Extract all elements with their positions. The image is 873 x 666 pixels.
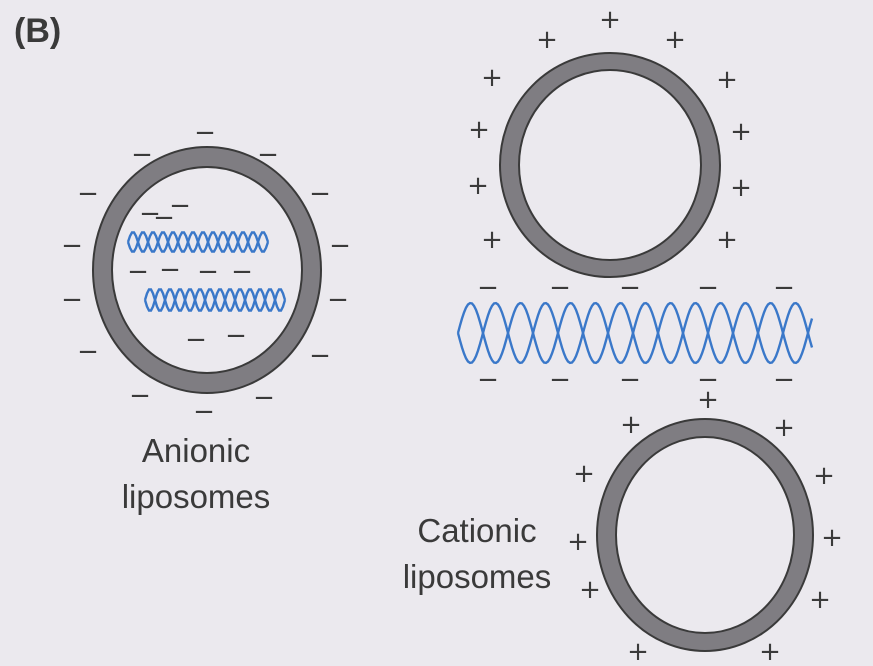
negative-charge: − — [193, 397, 215, 427]
positive-charge: + — [716, 225, 738, 255]
negative-charge: − — [253, 383, 275, 413]
positive-charge: + — [579, 575, 601, 605]
negative-charge: − — [159, 255, 181, 285]
negative-charge: − — [61, 231, 83, 261]
negative-charge: − — [127, 257, 149, 287]
positive-charge: + — [730, 117, 752, 147]
dna-negative-charges: −−−−−−−−−− — [477, 273, 795, 395]
cationic-bottom-membrane-inner — [616, 437, 794, 633]
positive-charge: + — [759, 637, 781, 666]
positive-charge: + — [620, 410, 642, 440]
negative-charge: − — [619, 365, 641, 395]
anionic-caption-line2: liposomes — [122, 478, 271, 515]
negative-charge: − — [197, 257, 219, 287]
negative-charge: − — [129, 381, 151, 411]
negative-charge: − — [185, 325, 207, 355]
panel-label: (B) — [14, 12, 61, 50]
positive-charge: + — [627, 637, 649, 666]
positive-charge: + — [664, 25, 686, 55]
positive-charge: + — [730, 173, 752, 203]
negative-charge: − — [131, 140, 153, 170]
negative-charge: − — [549, 273, 571, 303]
positive-charge: + — [821, 523, 843, 553]
negative-charge: − — [77, 337, 99, 367]
negative-charge: − — [231, 257, 253, 287]
positive-charge: + — [468, 115, 490, 145]
negative-charge: − — [153, 203, 175, 233]
positive-charge: + — [716, 65, 738, 95]
positive-charge: + — [809, 585, 831, 615]
negative-charge: − — [77, 179, 99, 209]
cationic-liposome-top: + + + + + + + + + + + — [467, 5, 752, 277]
positive-charge: + — [481, 225, 503, 255]
negative-charge: − — [61, 285, 83, 315]
positive-charge: + — [481, 63, 503, 93]
negative-charge: − — [549, 365, 571, 395]
negative-charge: − — [619, 273, 641, 303]
negative-charge: − — [697, 273, 719, 303]
negative-charge: − — [309, 341, 331, 371]
cationic-caption-line2: liposomes — [403, 558, 552, 595]
negative-charge: − — [773, 365, 795, 395]
negative-charge: − — [257, 140, 279, 170]
positive-charge: + — [567, 527, 589, 557]
positive-charge: + — [773, 413, 795, 443]
negative-charge: − — [225, 321, 247, 351]
cationic-liposome-bottom: + + + + + + + + + + + — [567, 385, 843, 666]
cationic-top-membrane-inner — [519, 70, 701, 260]
negative-charge: − — [194, 118, 216, 148]
dna-double-helix: −−−−−−−−−− — [458, 273, 812, 395]
negative-charge: − — [309, 179, 331, 209]
anionic-liposome: −−−−−−−−−−−−−−−−−−−−−−− — [61, 118, 351, 427]
positive-charge: + — [697, 385, 719, 415]
positive-charge: + — [573, 459, 595, 489]
negative-charge: − — [327, 285, 349, 315]
dna-strands — [458, 303, 812, 363]
negative-charge: − — [773, 273, 795, 303]
dna-helix-strand — [458, 303, 812, 363]
negative-charge: − — [477, 365, 499, 395]
cationic-caption-line1: Cationic — [417, 512, 536, 549]
positive-charge: + — [599, 5, 621, 35]
anionic-caption-line1: Anionic — [142, 432, 250, 469]
positive-charge: + — [467, 171, 489, 201]
negative-charge: − — [477, 273, 499, 303]
positive-charge: + — [813, 461, 835, 491]
negative-charge: − — [329, 231, 351, 261]
positive-charge: + — [536, 25, 558, 55]
